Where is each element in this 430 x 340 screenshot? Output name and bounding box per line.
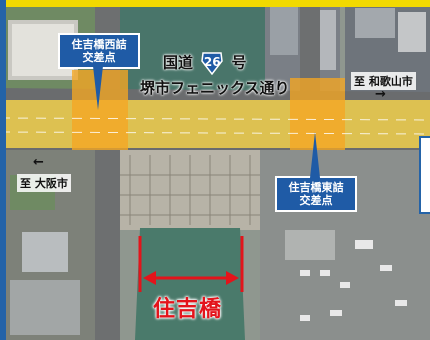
callout-west-pointer xyxy=(93,66,103,110)
direction-west: 至 大阪市 xyxy=(17,174,71,192)
span-arrow-icon xyxy=(138,236,244,292)
road-prefix: 国道 xyxy=(163,53,194,72)
route-shield-icon: 26 xyxy=(200,51,224,76)
direction-east: 至 和歌山市 xyxy=(351,72,416,90)
route-number: 26 xyxy=(203,55,221,69)
road-name: 堺市フェニックス通り xyxy=(140,79,290,97)
direction-east-text: 至 和歌山市 xyxy=(354,75,413,88)
callout-east-line1: 住吉橋東詰 xyxy=(288,181,344,194)
frame-top-bar xyxy=(0,0,430,7)
callout-east-pointer xyxy=(310,132,320,178)
frame-left-bar xyxy=(0,0,6,340)
side-panel-edge xyxy=(419,136,430,214)
bridge-label: 住吉橋 xyxy=(153,297,223,322)
direction-west-text: 至 大阪市 xyxy=(20,177,68,190)
arrow-right-icon: → xyxy=(375,87,386,102)
arrow-left-icon: ← xyxy=(33,155,44,170)
callout-east-intersection: 住吉橋東詰 交差点 xyxy=(275,176,357,212)
callout-east-line2: 交差点 xyxy=(299,194,333,207)
road-suffix: 号 xyxy=(231,53,247,72)
callout-west-intersection: 住吉橋西詰 交差点 xyxy=(58,33,140,69)
callout-west-line2: 交差点 xyxy=(82,51,116,64)
callout-west-line1: 住吉橋西詰 xyxy=(71,38,127,51)
road-title-route: 国道 26 号 xyxy=(163,51,247,76)
